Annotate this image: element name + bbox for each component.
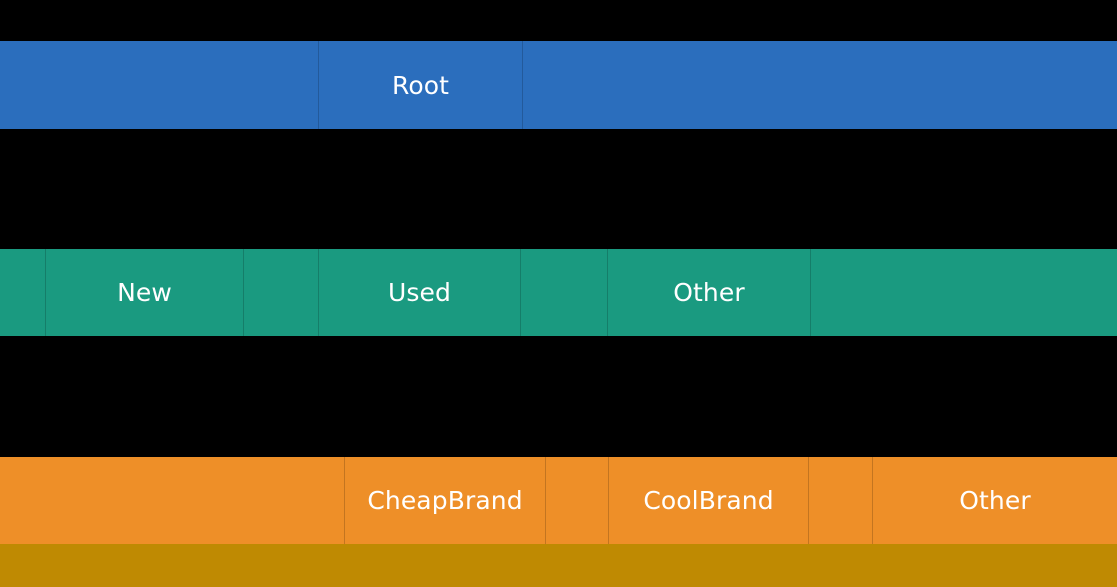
icicle-level-3: [0, 544, 1117, 587]
icicle-node-label: Used: [388, 278, 451, 307]
icicle-node-unlabeled[interactable]: [0, 249, 45, 336]
icicle-node-label: New: [117, 278, 172, 307]
icicle-node-label: Other: [959, 486, 1031, 515]
icicle-level-2: CheapBrand CoolBrand Other: [0, 457, 1117, 544]
icicle-node-unlabeled[interactable]: [520, 249, 607, 336]
icicle-node-other[interactable]: Other: [607, 249, 810, 336]
icicle-node-unlabeled[interactable]: [0, 544, 1117, 587]
icicle-node-unlabeled[interactable]: [545, 457, 608, 544]
icicle-node-used[interactable]: Used: [318, 249, 520, 336]
icicle-node-label: CoolBrand: [643, 486, 774, 515]
icicle-node-root[interactable]: Root: [318, 41, 522, 129]
icicle-node-unlabeled[interactable]: [808, 457, 872, 544]
icicle-node-new[interactable]: New: [45, 249, 243, 336]
icicle-level-0: Root: [0, 41, 1117, 129]
icicle-node-label: Other: [673, 278, 745, 307]
icicle-node-other[interactable]: Other: [872, 457, 1117, 544]
icicle-node-unlabeled[interactable]: [243, 249, 318, 336]
icicle-node-unlabeled[interactable]: [0, 41, 318, 129]
icicle-node-cheapbrand[interactable]: CheapBrand: [344, 457, 545, 544]
icicle-node-unlabeled[interactable]: [0, 457, 344, 544]
icicle-node-unlabeled[interactable]: [522, 41, 1117, 129]
icicle-node-label: CheapBrand: [367, 486, 523, 515]
icicle-node-coolbrand[interactable]: CoolBrand: [608, 457, 808, 544]
icicle-level-1: New Used Other: [0, 249, 1117, 336]
icicle-node-label: Root: [391, 70, 450, 100]
icicle-node-unlabeled[interactable]: [810, 249, 1117, 336]
